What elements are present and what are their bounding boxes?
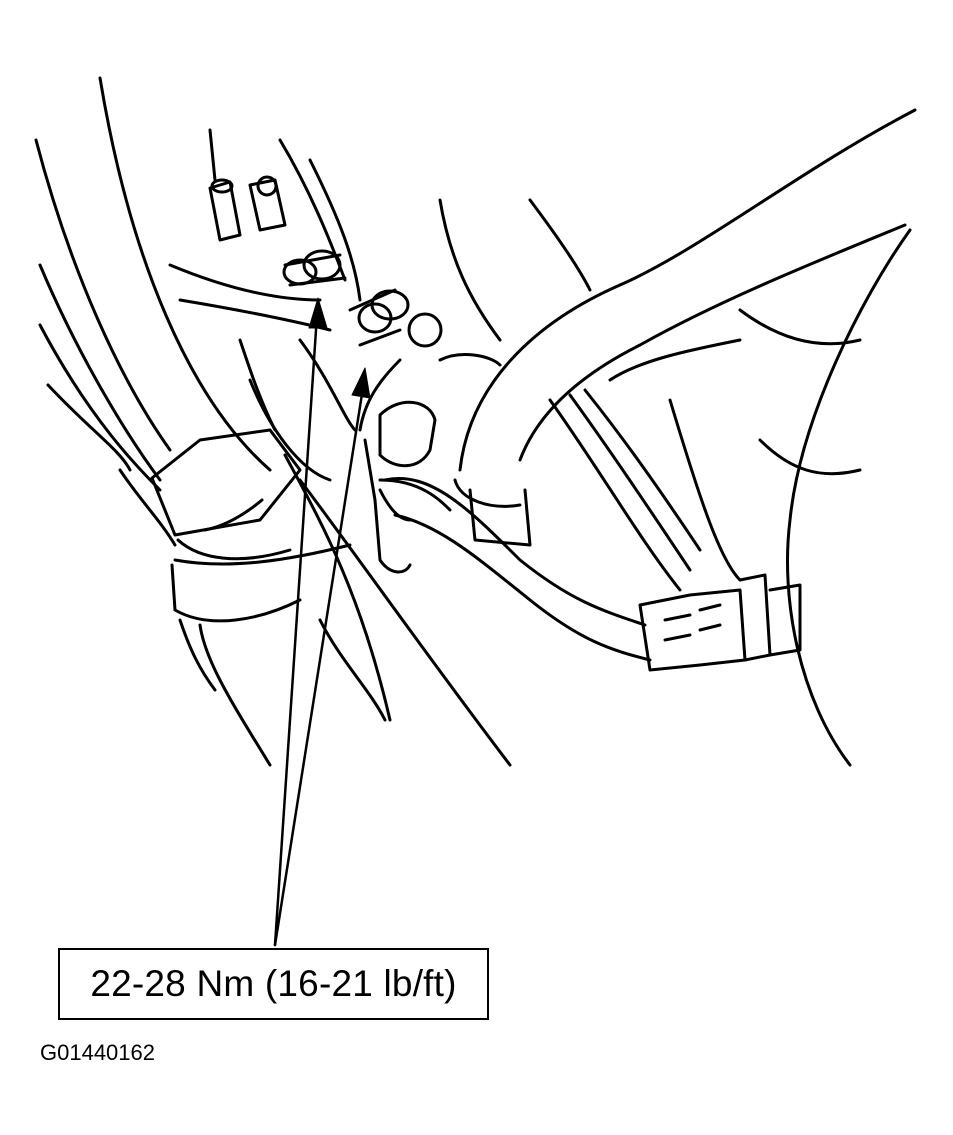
main-pipe <box>453 108 917 547</box>
figure-id-label: G01440162 <box>40 1040 155 1065</box>
right-panel <box>438 198 912 767</box>
torque-bolt-left <box>282 249 347 287</box>
left-clamp <box>150 428 352 767</box>
hose-fitting <box>638 573 802 672</box>
left-hose-outline <box>34 76 272 547</box>
pipe-clip <box>358 353 502 574</box>
center-bracket <box>168 128 512 767</box>
leader-arrowheads <box>308 297 371 399</box>
torque-bolt-right <box>348 288 443 348</box>
leader-lines <box>273 298 367 947</box>
small-tube <box>378 477 652 662</box>
upper-bolt <box>208 175 287 242</box>
torque-spec-label: 22-28 Nm (16-21 lb/ft) <box>90 963 457 1004</box>
torque-callout-box: 22-28 Nm (16-21 lb/ft) <box>58 948 489 1020</box>
